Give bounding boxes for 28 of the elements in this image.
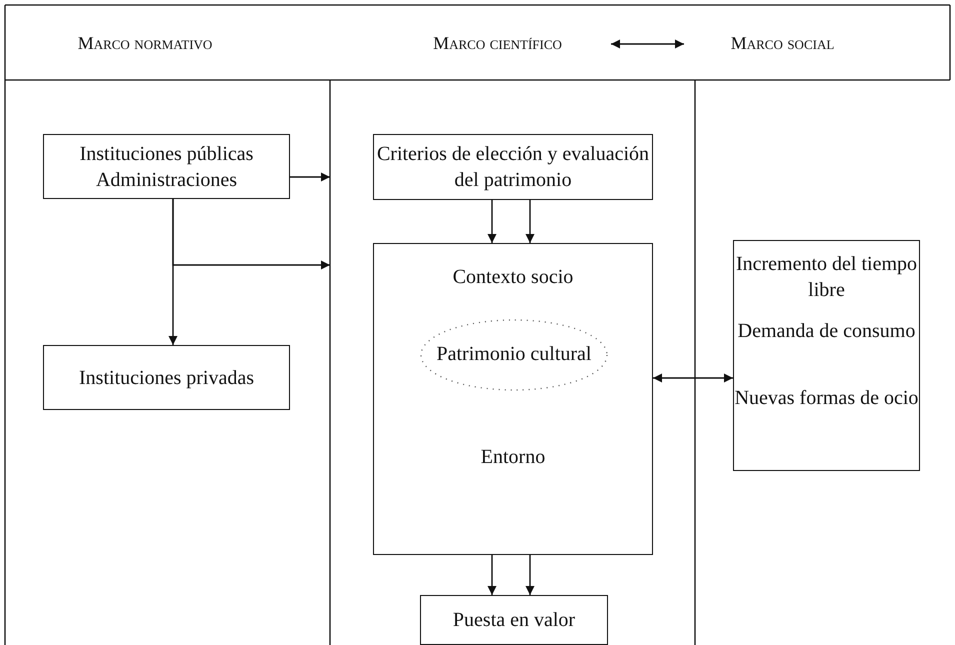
process-box — [420, 595, 608, 645]
box-text: Entorno — [480, 445, 546, 470]
arrow — [611, 40, 684, 48]
box-text: Criterios de elección y evaluación del patrimonio — [376, 142, 650, 193]
arrow — [290, 172, 330, 182]
heading-text: Marco científico — [432, 32, 563, 55]
box-text: Nuevas formas de ocio — [734, 386, 919, 411]
box-text: Patrimonio cultural — [436, 342, 592, 367]
arrow — [488, 200, 496, 243]
arrow — [172, 199, 330, 270]
box-text: Puesta en valor — [452, 608, 576, 633]
process-box — [43, 345, 290, 410]
arrow — [653, 374, 733, 382]
process-box — [43, 134, 290, 199]
box-text: Instituciones privadas — [78, 366, 255, 391]
heading-text: Marco normativo — [76, 32, 214, 55]
arrow — [488, 555, 496, 595]
process-box — [373, 243, 653, 555]
arrow — [526, 555, 534, 595]
heading-text: Marco social — [730, 32, 836, 55]
box-text: Incremento del tiempo libre — [734, 252, 918, 303]
process-box — [373, 134, 653, 200]
arrow — [526, 200, 534, 243]
box-text: Instituciones públicas Administraciones — [78, 142, 254, 193]
box-text: Demanda de consumo — [736, 319, 916, 344]
dotted-ellipse — [420, 319, 608, 391]
box-text: Contexto socio — [452, 265, 574, 290]
process-box — [733, 240, 920, 471]
